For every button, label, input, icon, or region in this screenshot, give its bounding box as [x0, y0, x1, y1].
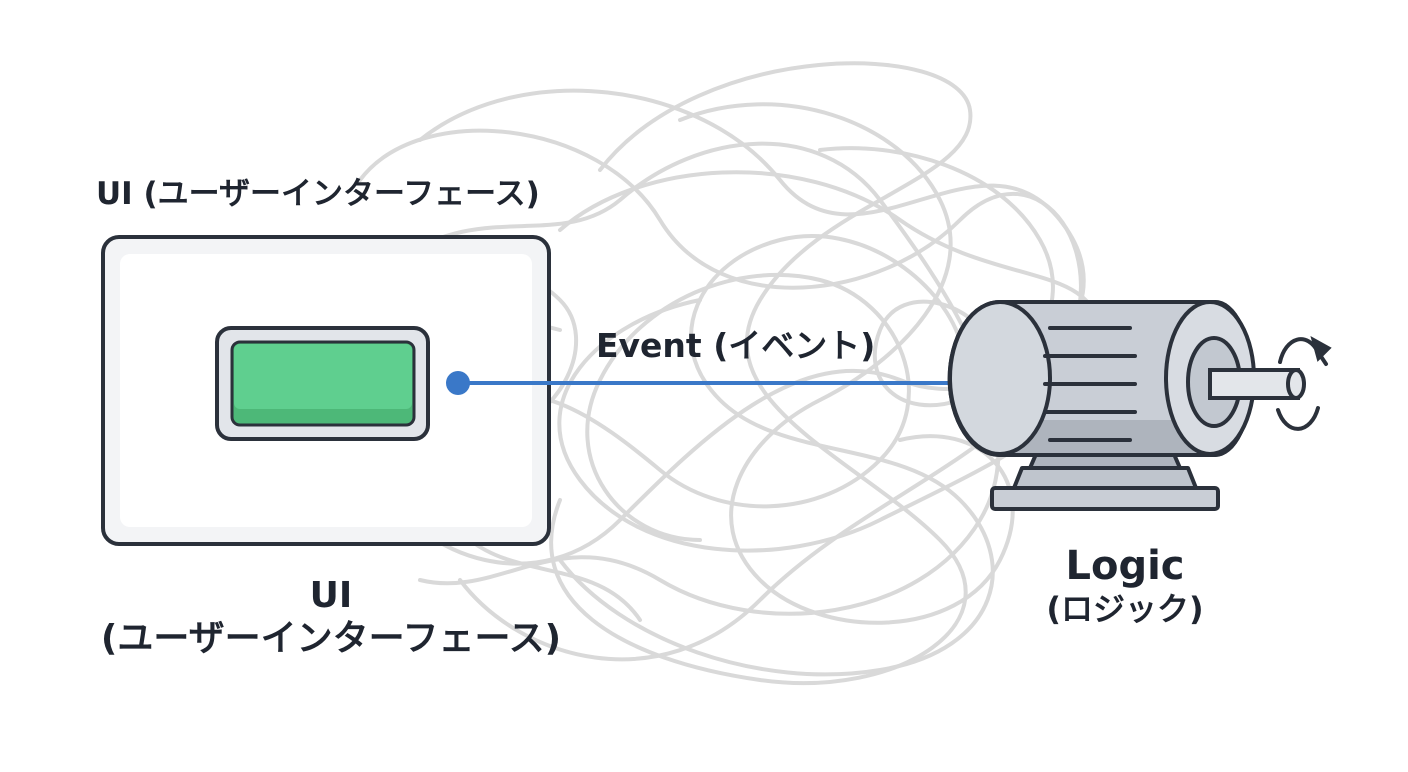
motor-icon	[947, 300, 1306, 511]
ui-bottom-label: UI (ユーザーインターフェース)	[96, 574, 566, 660]
ui-button[interactable]	[215, 326, 430, 441]
logic-subtitle: (ロジック)	[1046, 590, 1204, 628]
event-connector	[446, 371, 952, 395]
event-label: Event (イベント)	[596, 326, 876, 365]
connector-dot	[446, 371, 470, 395]
logic-label: Logic (ロジック)	[1030, 542, 1220, 628]
logic-title: Logic	[1065, 543, 1185, 589]
ui-bottom-label-line2: (ユーザーインターフェース)	[100, 618, 562, 660]
ui-bottom-label-line1: UI	[309, 575, 353, 616]
ui-top-label: UI (ユーザーインターフェース)	[96, 176, 540, 212]
rotation-arrow-icon	[1276, 335, 1332, 431]
